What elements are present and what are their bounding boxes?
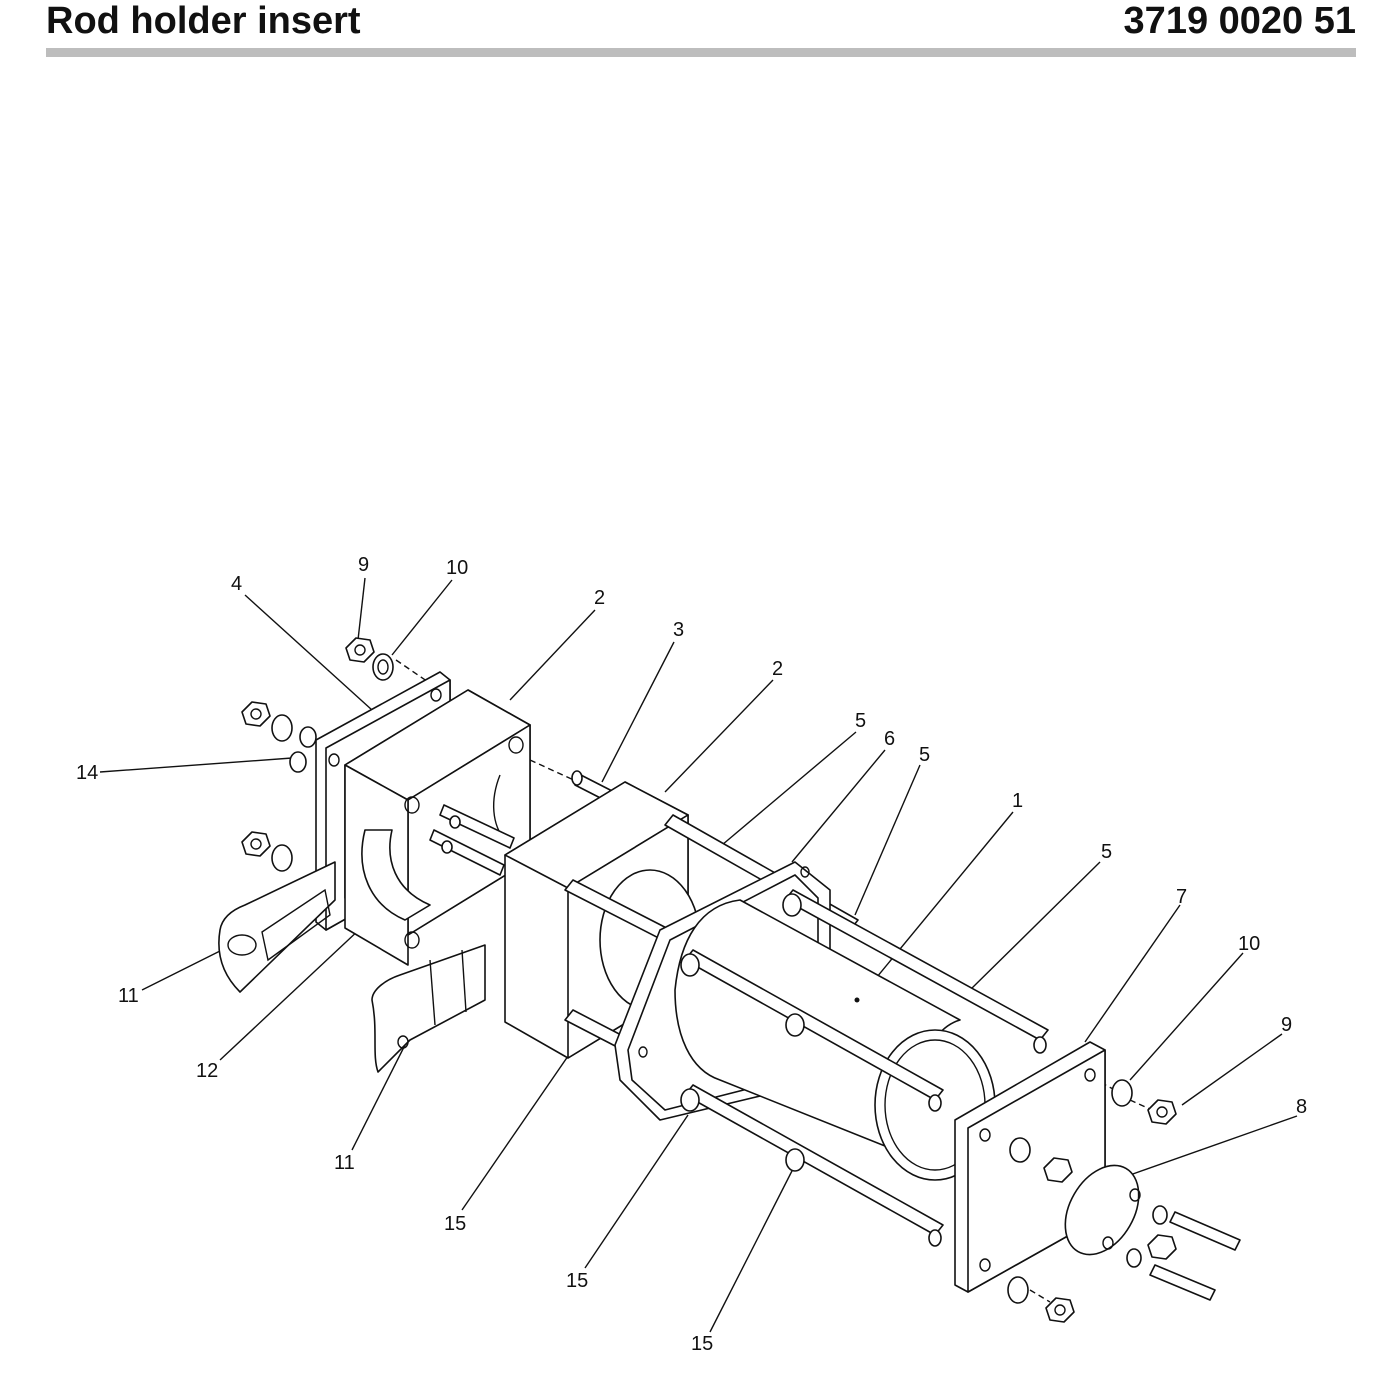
block-2-rear (344, 689, 531, 966)
page-header: Rod holder insert 3719 0020 51 (46, 0, 1356, 60)
callout-5-b: 5 (919, 744, 930, 766)
callout-14: 14 (76, 762, 98, 784)
jaw-insert-11-lower (371, 944, 486, 1073)
callout-7: 7 (1176, 886, 1187, 908)
callout-4: 4 (231, 573, 242, 595)
callout-3: 3 (673, 619, 684, 641)
callout-10-right: 10 (1238, 933, 1260, 955)
callout-5-c: 5 (1101, 841, 1112, 863)
pins-12 (429, 804, 515, 876)
page-title: Rod holder insert (46, 0, 361, 42)
callout-9-right: 9 (1281, 1014, 1292, 1036)
nuts-washers (241, 637, 1177, 1323)
callout-9-top: 9 (358, 554, 369, 576)
callout-labels: 9 10 4 2 3 2 5 6 5 1 5 14 7 10 9 8 11 12… (76, 554, 1307, 1355)
jaw-insert-11-upper (218, 861, 336, 993)
callout-5-a: 5 (855, 710, 866, 732)
header-rule (46, 48, 1356, 57)
callout-15-a: 15 (444, 1213, 466, 1235)
callout-12: 12 (196, 1060, 218, 1082)
callout-10-top: 10 (446, 557, 468, 579)
callout-15-c: 15 (691, 1333, 713, 1355)
screws (1149, 1211, 1241, 1301)
part-number: 3719 0020 51 (1123, 0, 1356, 42)
callout-15-b: 15 (566, 1270, 588, 1292)
callout-8: 8 (1296, 1096, 1307, 1118)
callout-11-upper: 11 (118, 985, 139, 1007)
rods-5-15-front (680, 889, 1049, 1247)
callout-1: 1 (1012, 790, 1023, 812)
callout-6: 6 (884, 728, 895, 750)
callout-11-lower: 11 (334, 1152, 355, 1174)
callout-2-front: 2 (772, 658, 783, 680)
disc-8 (1064, 1164, 1141, 1256)
callout-2-rear: 2 (594, 587, 605, 609)
